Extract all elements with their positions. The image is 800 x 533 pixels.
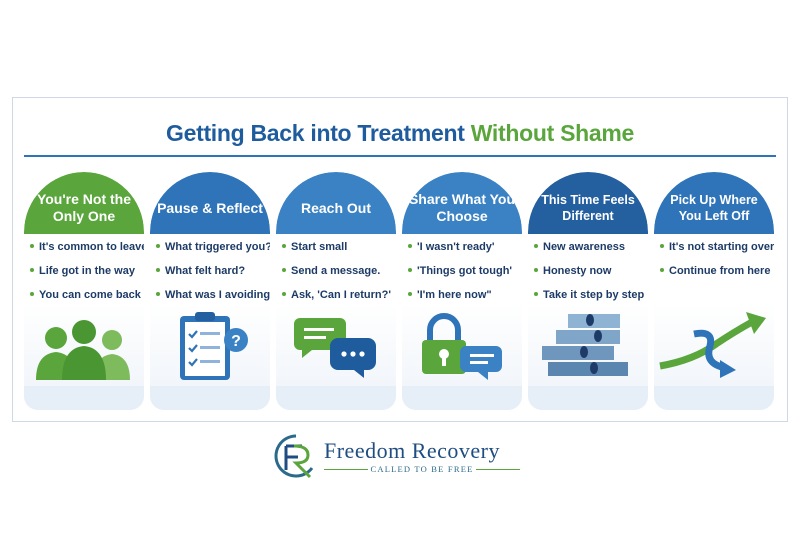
clipboard-checklist-icon: ? — [180, 312, 248, 380]
steps-footprints-icon — [542, 314, 628, 376]
bullet-item: What was I avoiding? — [156, 288, 270, 312]
bullet-item: Start small — [282, 240, 396, 264]
card-pick-up: Pick Up Where You Left Off It's not star… — [654, 172, 774, 410]
bullet-item: What felt hard? — [156, 264, 270, 288]
padlock-message-icon — [422, 313, 502, 380]
brand-name: Freedom Recovery — [324, 438, 500, 463]
card-this-time-feels-different: This Time Feels Different New awareness … — [528, 172, 648, 410]
bullet-item: Continue from here — [660, 264, 774, 288]
bullet-item: Honesty now — [534, 264, 648, 288]
card-share-what-you-choose: Share What You Choose 'I wasn't ready' '… — [402, 172, 522, 410]
card-bullets: It's common to leave Life got in the way… — [30, 240, 144, 312]
card-base — [528, 386, 648, 410]
svg-text:?: ? — [231, 333, 241, 350]
brand-logo: Freedom Recovery CALLED TO BE FREE — [272, 432, 532, 482]
brand-tagline: CALLED TO BE FREE — [324, 464, 520, 474]
bullet-item: 'I'm here now" — [408, 288, 522, 312]
bullet-item: You can come back — [30, 288, 144, 312]
card-bullets: It's not starting over Continue from her… — [660, 240, 774, 288]
card-bullets: 'I wasn't ready' 'Things got tough' 'I'm… — [408, 240, 522, 312]
card-bullets: Start small Send a message. Ask, 'Can I … — [282, 240, 396, 312]
card-bullets: What triggered you? What felt hard? What… — [156, 240, 270, 312]
title-accent: Without Shame — [470, 120, 635, 146]
upward-arrow-icon — [659, 312, 766, 378]
card-reach-out: Reach Out Start small Send a message. As… — [276, 172, 396, 410]
people-icon — [36, 320, 130, 380]
bullet-item: What triggered you? — [156, 240, 270, 264]
title-divider — [24, 155, 776, 157]
card-bullets: New awareness Honesty now Take it step b… — [534, 240, 648, 312]
page-title: Getting Back into Treatment Without Sham… — [0, 120, 800, 147]
card-base — [276, 386, 396, 410]
bullet-item: 'Things got tough' — [408, 264, 522, 288]
card-base — [654, 386, 774, 410]
fr-monogram-icon — [274, 434, 314, 479]
bullet-item: Ask, 'Can I return?' — [282, 288, 396, 312]
card-not-only-one: You're Not the Only One It's common to l… — [24, 172, 144, 410]
bullet-item: It's not starting over — [660, 240, 774, 264]
card-pause-reflect: Pause & Reflect What triggered you? What… — [150, 172, 270, 410]
bullet-item: 'I wasn't ready' — [408, 240, 522, 264]
bullet-item: Take it step by step — [534, 288, 648, 312]
card-base — [150, 386, 270, 410]
card-base — [24, 386, 144, 410]
bullet-item: It's common to leave — [30, 240, 144, 264]
chat-bubbles-icon — [294, 318, 376, 378]
bullet-item: Send a message. — [282, 264, 396, 288]
bullet-item: New awareness — [534, 240, 648, 264]
card-base — [402, 386, 522, 410]
title-main: Getting Back into Treatment — [166, 120, 471, 146]
bullet-item: Life got in the way — [30, 264, 144, 288]
